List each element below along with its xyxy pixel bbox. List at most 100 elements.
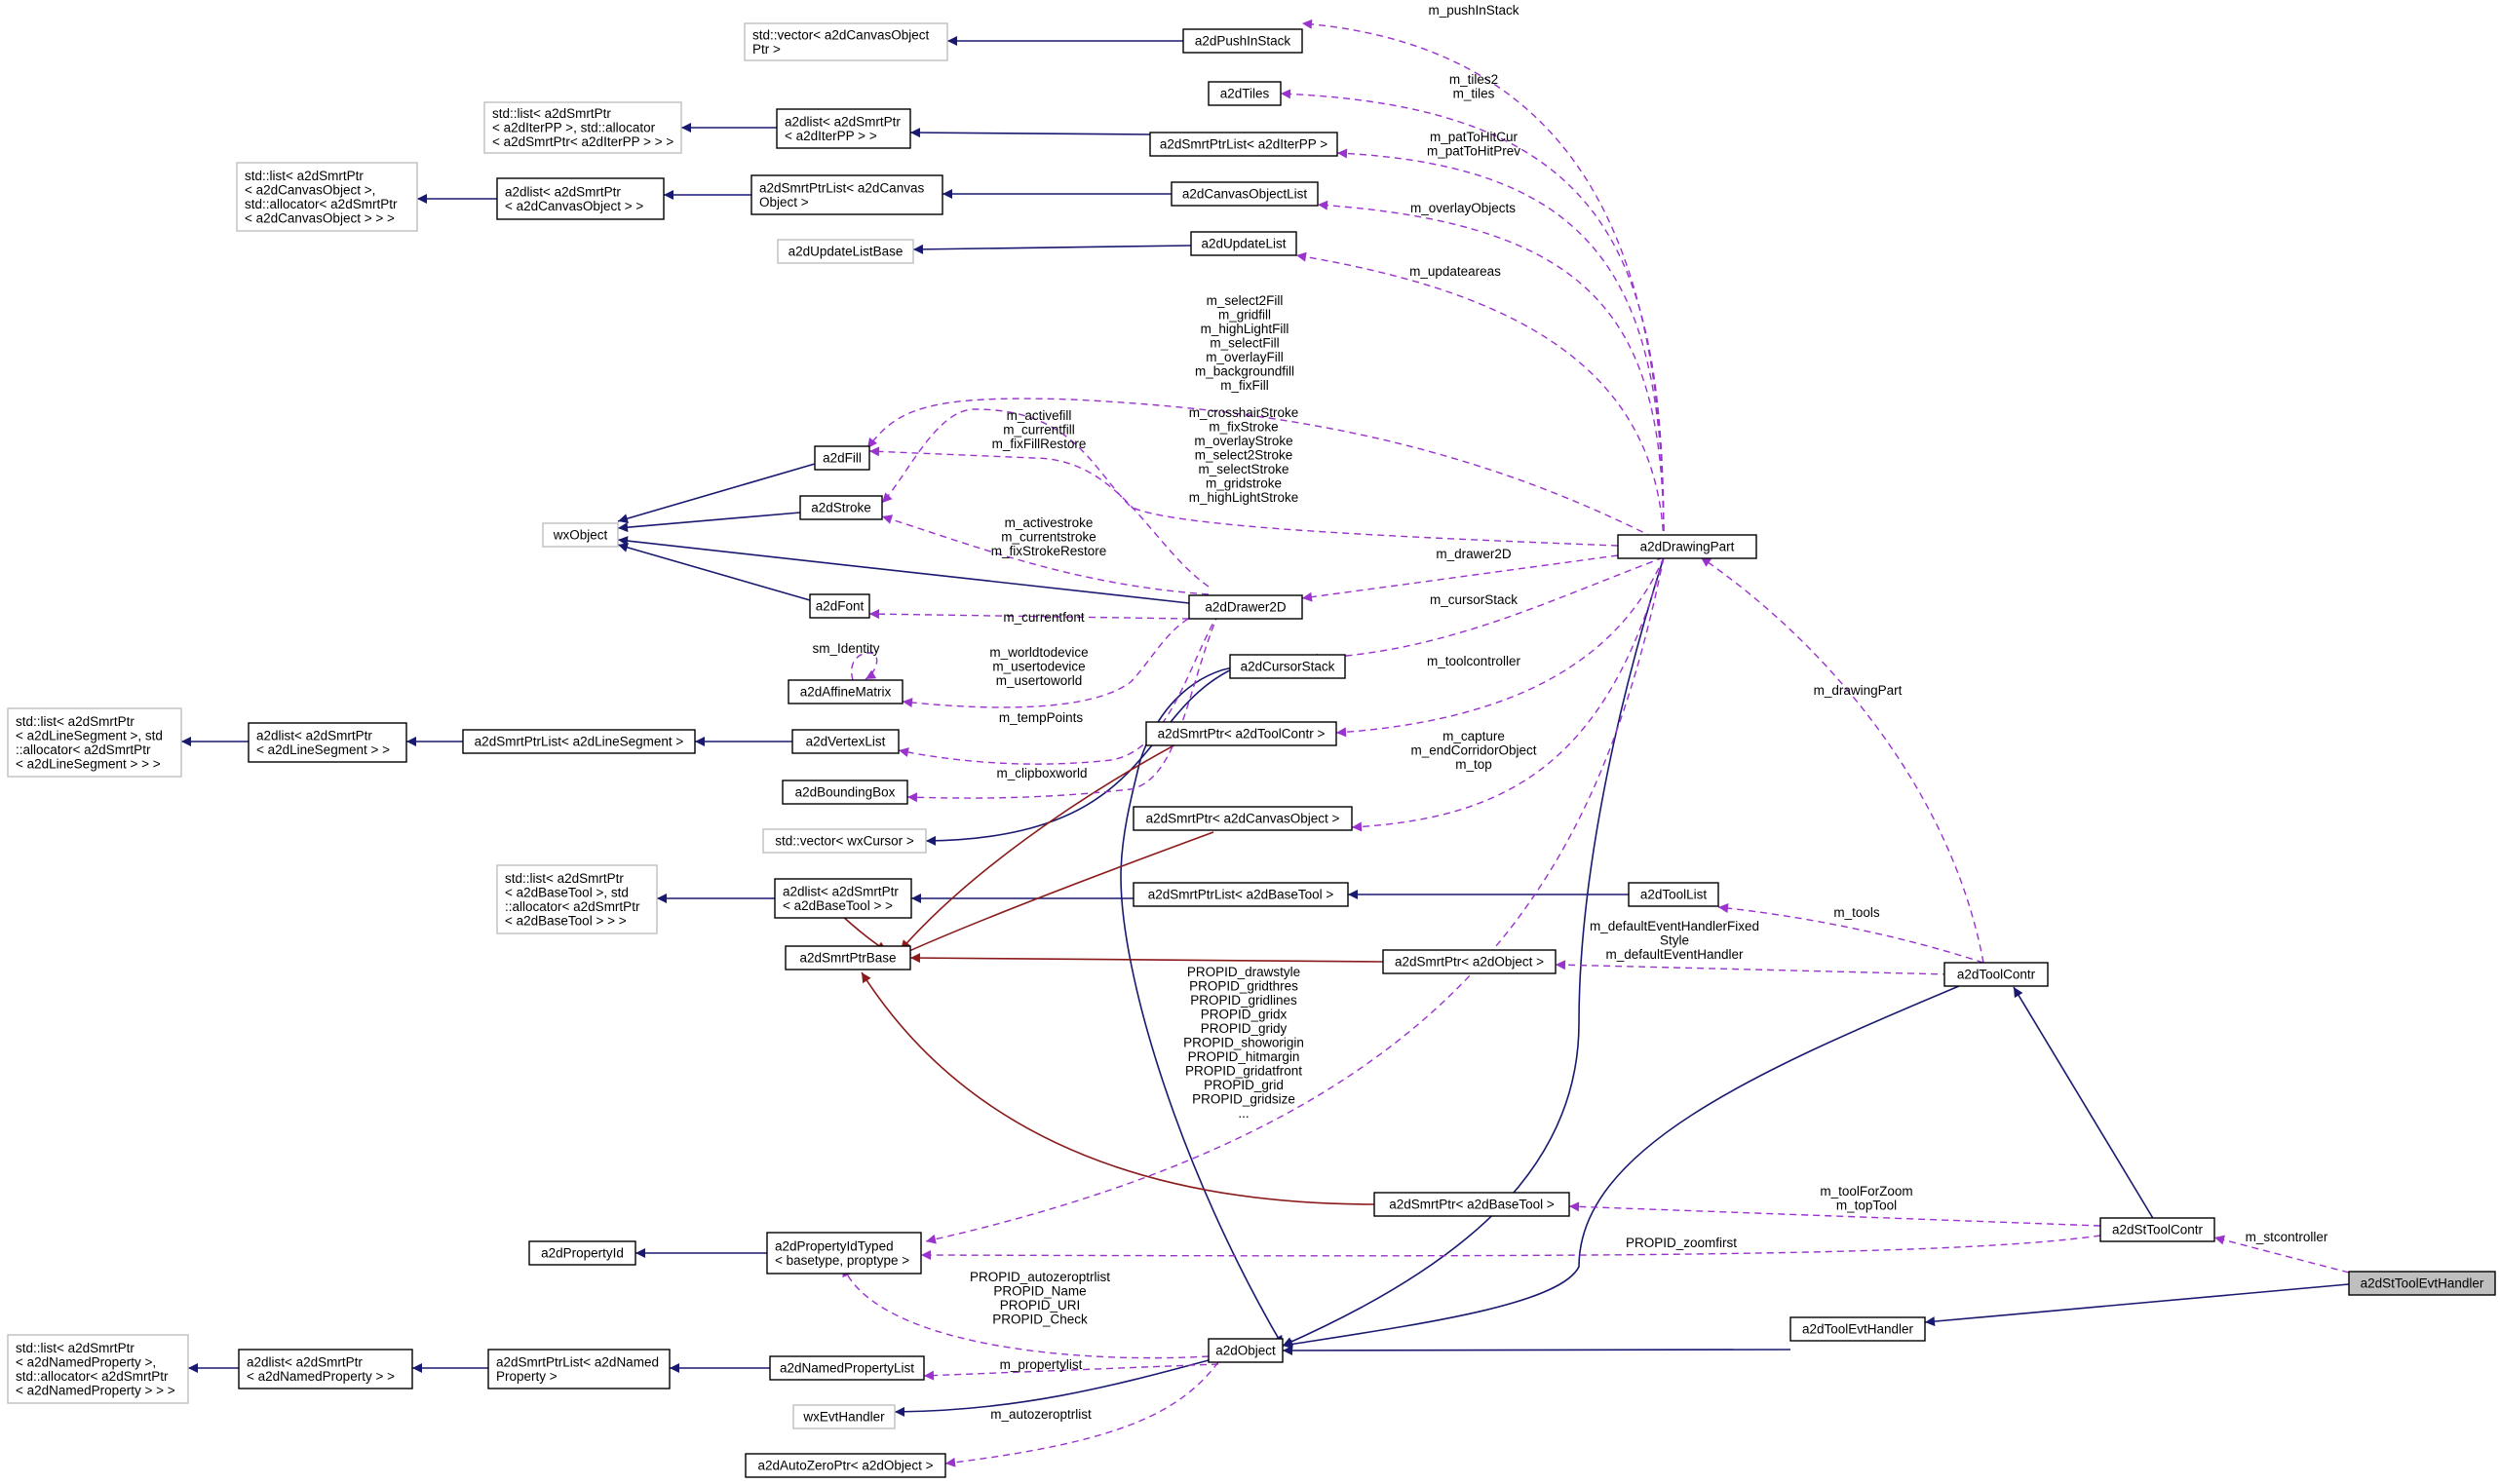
- edge-label-drawingpart: m_drawingPart: [1814, 683, 1903, 698]
- class-node-drawer2d[interactable]: a2dDrawer2D: [1188, 594, 1303, 620]
- edge-dlistbasetool-base: [838, 912, 888, 952]
- class-node-autozeroptr-object[interactable]: a2dAutoZeroPtr< a2dObject >: [745, 1453, 946, 1478]
- class-node-drawingpart[interactable]: a2dDrawingPart: [1617, 534, 1757, 559]
- class-node-stdlist-basetool[interactable]: std::list< a2dSmrtPtr< a2dBaseTool >, st…: [496, 864, 658, 934]
- class-node-smrtptr-toolcontr[interactable]: a2dSmrtPtr< a2dToolContr >: [1145, 721, 1337, 746]
- class-node-label: a2dDrawingPart: [1640, 540, 1735, 554]
- class-node-box: [788, 679, 904, 704]
- class-node-vertexlist[interactable]: a2dVertexList: [791, 729, 900, 754]
- class-node-wxobject[interactable]: wxObject: [542, 522, 619, 548]
- class-node-box: [762, 828, 927, 854]
- class-node-toolcontr[interactable]: a2dToolContr: [1943, 962, 2049, 987]
- class-node-label: a2dCursorStack: [1241, 660, 1335, 674]
- class-node-label: a2dPropertyId: [541, 1246, 624, 1261]
- edge-toolevthandler-object: [1282, 1345, 1791, 1355]
- class-node-dlist-namedproperty[interactable]: a2dlist< a2dSmrtPtr< a2dNamedProperty > …: [238, 1349, 413, 1389]
- edge-use-currentfont: [868, 609, 1190, 620]
- class-node-cursorstack[interactable]: a2dCursorStack: [1229, 654, 1346, 679]
- class-node-box: [766, 1232, 922, 1275]
- edge-use-propids: [925, 556, 1665, 1244]
- class-node-toollist[interactable]: a2dToolList: [1628, 882, 1719, 907]
- edge-label-strokes: m_crosshairStroke: [1189, 405, 1299, 420]
- class-node-smrtptrlist-basetool[interactable]: a2dSmrtPtrList< a2dBaseTool >: [1133, 882, 1349, 907]
- class-node-updatelist[interactable]: a2dUpdateList: [1190, 231, 1297, 256]
- class-node-box: [814, 445, 870, 471]
- edge-label-capture: m_top: [1455, 757, 1492, 772]
- class-node-smrtptrlist-linesegment[interactable]: a2dSmrtPtrList< a2dLineSegment >: [462, 729, 696, 754]
- class-node-stroke[interactable]: a2dStroke: [799, 495, 883, 520]
- class-node-smrtptr-basetool[interactable]: a2dSmrtPtr< a2dBaseTool >: [1373, 1192, 1570, 1217]
- edge-label-strokes: m_select2Stroke: [1195, 448, 1293, 463]
- class-node-smrtptrbase[interactable]: a2dSmrtPtrBase: [785, 945, 911, 970]
- edge-label-overlayobjects: m_overlayObjects: [1410, 201, 1516, 215]
- class-node-smrtptr-canvasobject[interactable]: a2dSmrtPtr< a2dCanvasObject >: [1133, 806, 1353, 831]
- edge-label-propids: PROPID_drawstyle: [1187, 965, 1300, 979]
- class-node-box: [238, 1349, 413, 1389]
- edge-label-autozero-props: PROPID_URI: [1000, 1298, 1081, 1313]
- edge-label-tiles: m_tiles2: [1449, 72, 1498, 87]
- edge-label-matrices: m_worldtodevice: [989, 645, 1088, 660]
- class-node-updatelistbase[interactable]: a2dUpdateListBase: [777, 239, 914, 264]
- class-node-label: a2dToolEvtHandler: [1802, 1322, 1914, 1337]
- edge-use-overlayobjects: [1317, 200, 1665, 544]
- class-node-propertyidtyped[interactable]: a2dPropertyIdTyped< basetype, proptype >: [766, 1232, 922, 1275]
- class-node-stdlist-canvasobject[interactable]: std::list< a2dSmrtPtr< a2dCanvasObject >…: [236, 162, 418, 232]
- class-node-box: [496, 177, 665, 220]
- class-node-dlist-canvasobject[interactable]: a2dlist< a2dSmrtPtr< a2dCanvasObject > >: [496, 177, 665, 220]
- class-node-box: [1208, 1338, 1284, 1363]
- class-node-object[interactable]: a2dObject: [1208, 1338, 1284, 1363]
- class-node-label: a2dTiles: [1220, 87, 1270, 101]
- edge-label-temppoints: m_tempPoints: [999, 710, 1084, 725]
- class-node-dlist-linesegment[interactable]: a2dlist< a2dSmrtPtr< a2dLineSegment > >: [248, 722, 407, 763]
- edge-label-fills: m_selectFill: [1210, 336, 1279, 351]
- class-node-stdlist-namedproperty[interactable]: std::list< a2dSmrtPtr< a2dNamedProperty …: [7, 1334, 189, 1404]
- class-node-label: < a2dCanvasObject > > >: [245, 210, 395, 225]
- class-node-dlist-basetool[interactable]: a2dlist< a2dSmrtPtr< a2dBaseTool > >: [774, 878, 912, 919]
- class-node-font[interactable]: a2dFont: [809, 593, 870, 619]
- edge-use-toolcontroller: [1335, 556, 1665, 738]
- class-node-smrtptrlist-iterpp[interactable]: a2dSmrtPtrList< a2dIterPP >: [1149, 132, 1338, 157]
- class-node-label: a2dStroke: [811, 501, 871, 515]
- class-node-namedpropertylist[interactable]: a2dNamedPropertyList: [769, 1355, 925, 1381]
- class-node-tiles[interactable]: a2dTiles: [1208, 81, 1282, 106]
- class-node-canvasobjectlist[interactable]: a2dCanvasObjectList: [1171, 181, 1319, 207]
- class-node-affinematrix[interactable]: a2dAffineMatrix: [788, 679, 904, 704]
- edge-label-pushinstack: m_pushInStack: [1428, 3, 1519, 18]
- edge-use-drawingpart: [1700, 556, 1984, 964]
- class-node-label: < a2dCanvasObject >,: [245, 182, 375, 197]
- class-node-dlist-iterpp[interactable]: a2dlist< a2dSmrtPtr< a2dIterPP > >: [776, 108, 911, 149]
- edge-font-wxobject: [617, 542, 811, 601]
- class-node-smrtptrlist-canvasobject[interactable]: a2dSmrtPtrList< a2dCanvasObject >: [750, 174, 943, 215]
- edge-label-pattohit: m_patToHitPrev: [1427, 144, 1520, 159]
- class-node-boundingbox[interactable]: a2dBoundingBox: [782, 780, 908, 805]
- class-node-label: a2dSmrtPtr< a2dBaseTool >: [1389, 1198, 1555, 1212]
- edge-use-drawer-fills: [868, 446, 1210, 588]
- class-node-box: [1229, 654, 1346, 679]
- class-node-stdlist-iterpp[interactable]: std::list< a2dSmrtPtr< a2dIterPP >, std:…: [483, 101, 682, 154]
- edge-use-capture: [1351, 556, 1665, 832]
- edge-label-autozeroptrlist: m_autozeroptrlist: [990, 1407, 1092, 1422]
- class-node-wxevthandler[interactable]: wxEvtHandler: [792, 1404, 896, 1429]
- class-node-propertyid[interactable]: a2dPropertyId: [528, 1240, 636, 1266]
- class-node-box: [1373, 1192, 1570, 1217]
- class-node-box: [1943, 962, 2049, 987]
- class-node-stdlist-linesegment[interactable]: std::list< a2dSmrtPtr< a2dLineSegment >,…: [7, 707, 182, 778]
- class-node-vector-wxcursor[interactable]: std::vector< wxCursor >: [762, 828, 927, 854]
- class-node-label: a2dFill: [823, 451, 862, 466]
- class-node-toolevthandler[interactable]: a2dToolEvtHandler: [1789, 1316, 1926, 1342]
- class-node-box: [1208, 81, 1282, 106]
- class-node-fill[interactable]: a2dFill: [814, 445, 870, 471]
- class-node-smrtptr-object[interactable]: a2dSmrtPtr< a2dObject >: [1382, 949, 1557, 974]
- edge-drawingpart-object: [1282, 556, 1665, 1347]
- edge-label-drawer2d: m_drawer2D: [1436, 547, 1512, 561]
- class-node-label: a2dFont: [816, 599, 865, 614]
- edge-use-strokes: [881, 408, 1619, 547]
- class-node-box: [1628, 882, 1719, 907]
- class-node-sttoolevthandler[interactable]: a2dStToolEvtHandler: [2348, 1271, 2496, 1296]
- class-node-pushinstack[interactable]: a2dPushInStack: [1182, 28, 1303, 54]
- class-node-sttoolcontr[interactable]: a2dStToolContr: [2099, 1217, 2215, 1242]
- class-node-smrtptrlist-namedproperty[interactable]: a2dSmrtPtrList< a2dNamedProperty >: [487, 1349, 671, 1389]
- edge-use-cursorstack: [1307, 556, 1665, 664]
